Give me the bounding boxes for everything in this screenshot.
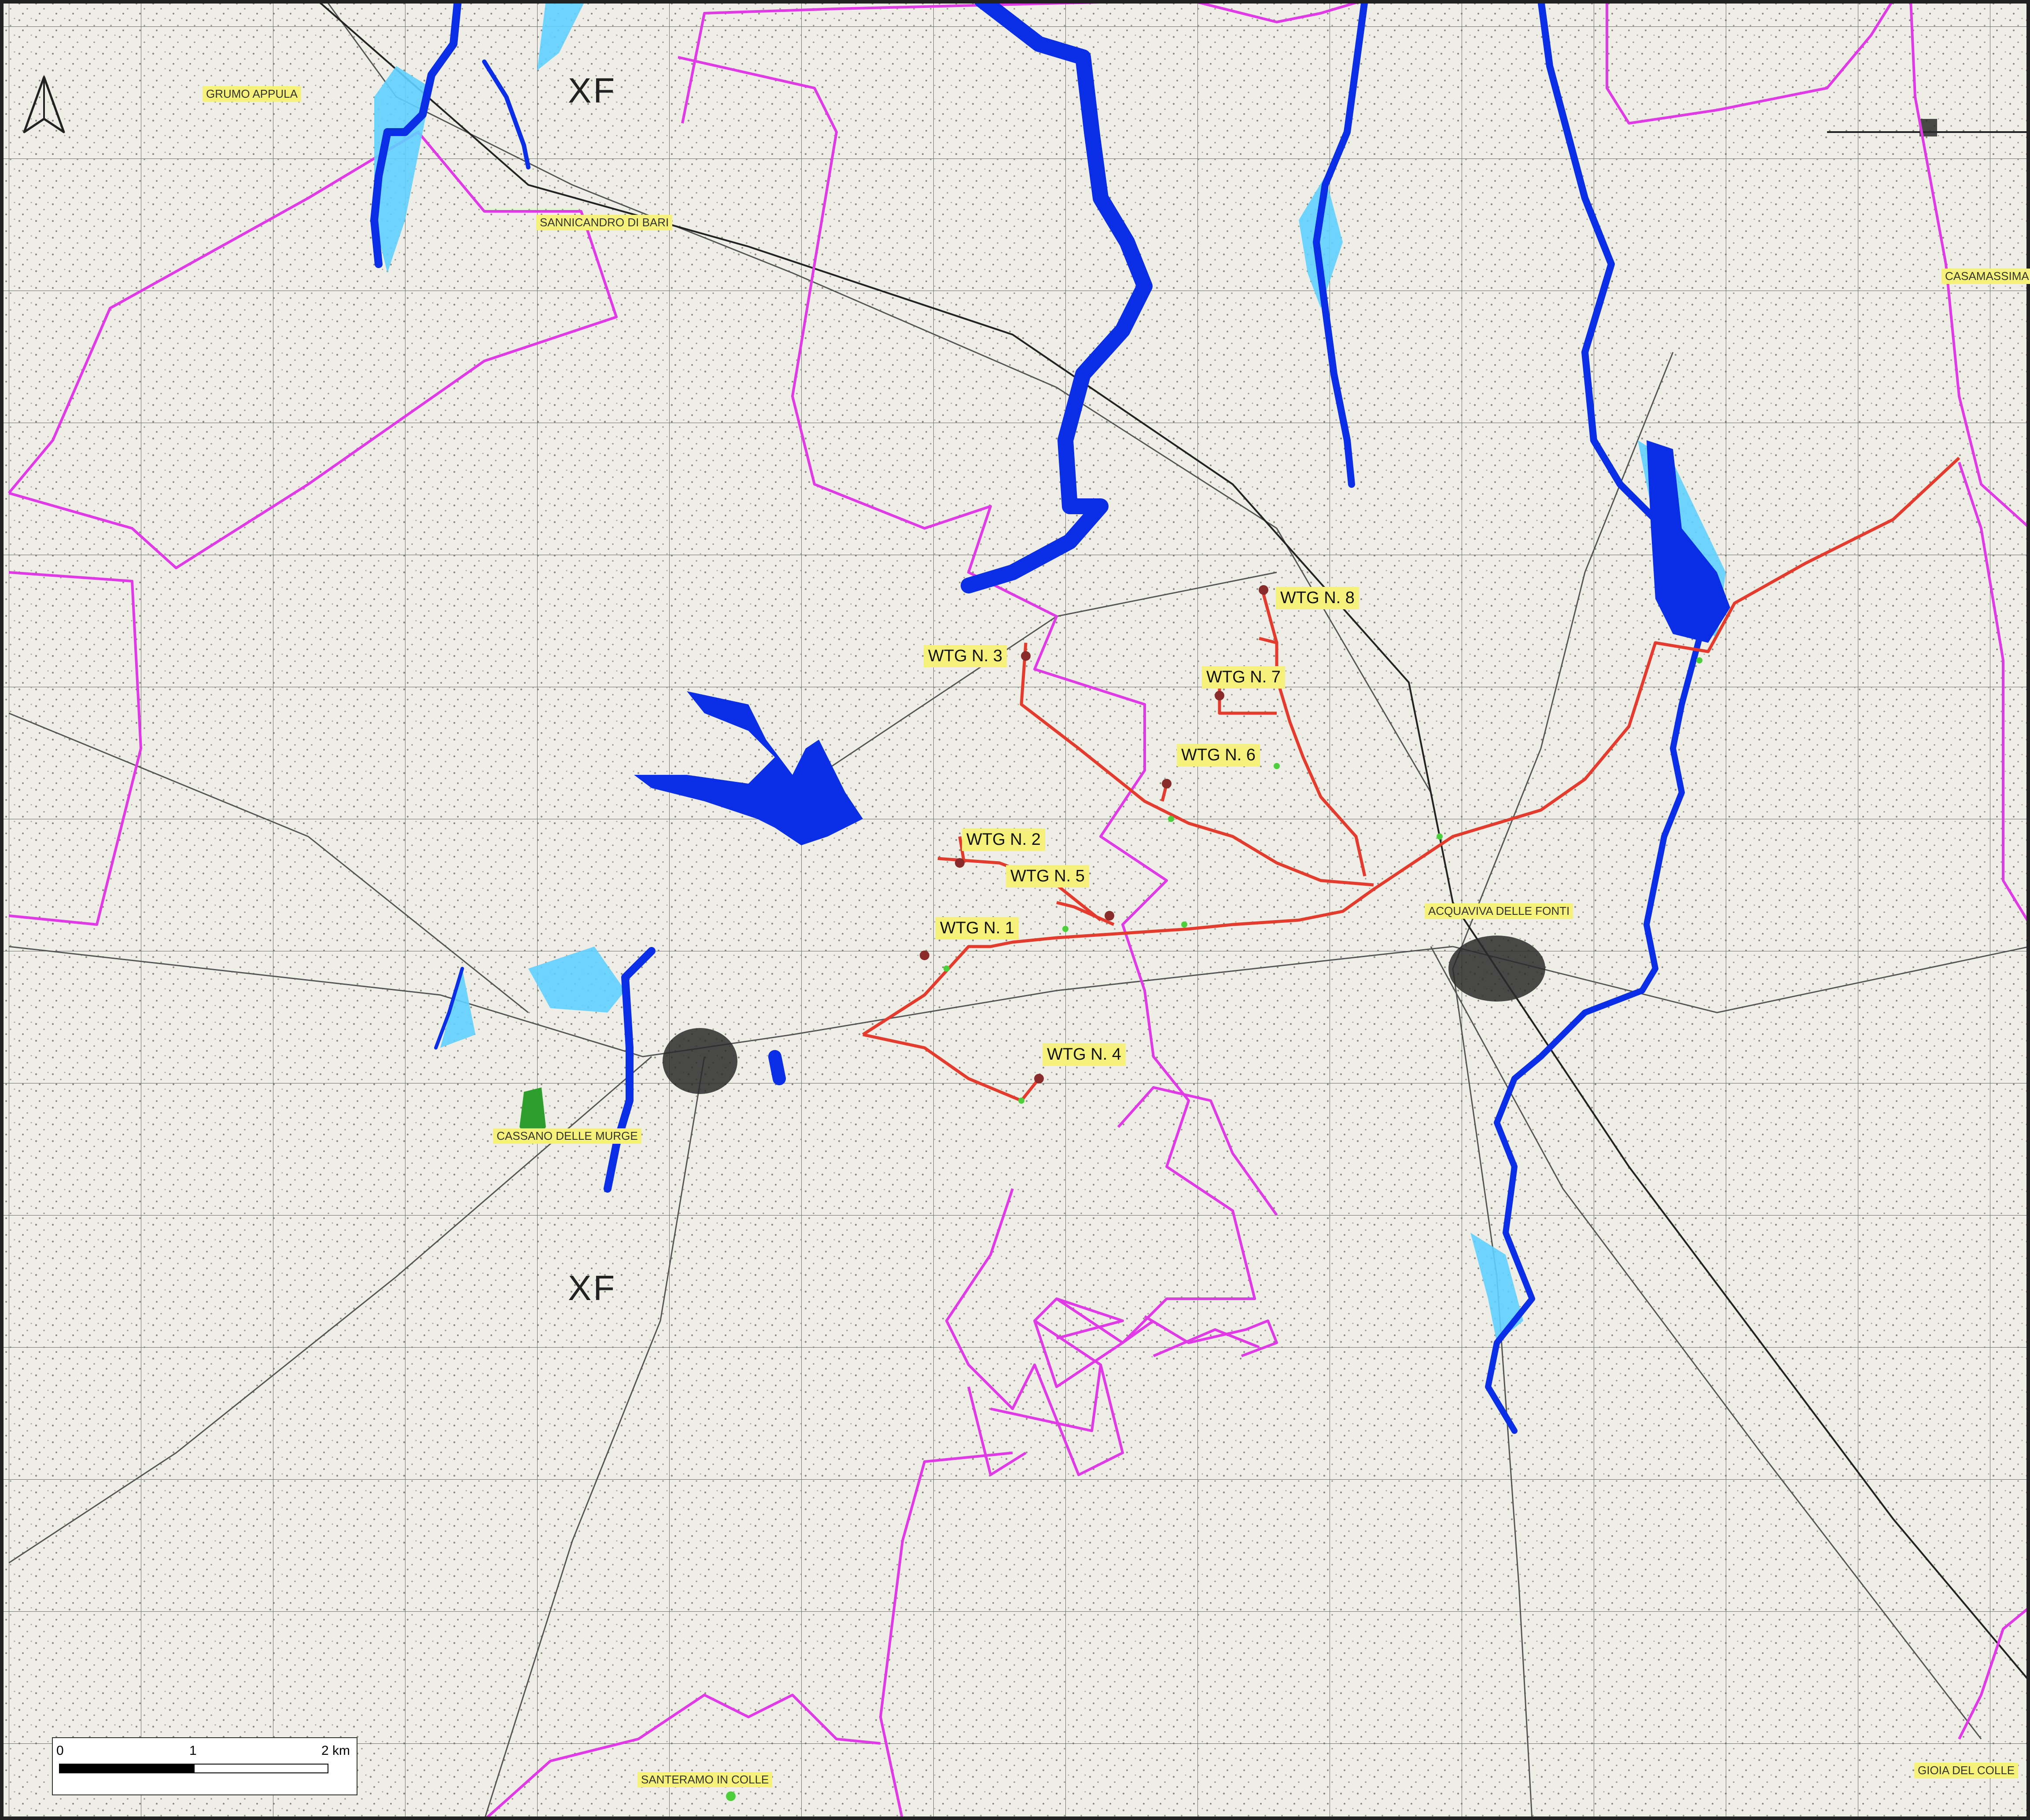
scale-bar: 0 1 2 km: [52, 1737, 357, 1795]
flood-zone-high: [370, 0, 1702, 1434]
wtg-7-marker: [1215, 691, 1224, 700]
wtg-1-marker: [920, 951, 929, 960]
scale-tick-0: 0: [56, 1743, 64, 1758]
wtg-label-8[interactable]: WTG N. 8: [1276, 587, 1359, 609]
town-label: SANNICANDRO DI BARI: [536, 215, 673, 230]
wtg-markers: [920, 585, 1268, 1083]
wtg-8-marker: [1259, 585, 1268, 595]
wtg-4-marker: [1034, 1074, 1044, 1083]
town-label: CASAMASSIMA: [1942, 269, 2030, 284]
scale-bar-dark-segment: [59, 1764, 194, 1773]
large-flood-pond: [1647, 440, 1730, 643]
junction-points: [726, 657, 1702, 1801]
wtg-label-5[interactable]: WTG N. 5: [1006, 865, 1089, 888]
town-label: GRUMO APPULA: [203, 86, 302, 102]
town-label: ACQUAVIVA DELLE FONTI: [1425, 903, 1573, 919]
wtg-3-marker: [1021, 651, 1031, 661]
town-label: GIOIA DEL COLLE: [1914, 1763, 2019, 1778]
wtg-6-marker: [1162, 779, 1172, 788]
wtg-label-4[interactable]: WTG N. 4: [1043, 1043, 1126, 1066]
scale-bar-light-segment: [194, 1764, 328, 1773]
wtg-5-marker: [1105, 911, 1114, 921]
wtg-label-3[interactable]: WTG N. 3: [924, 645, 1007, 667]
scale-tick-2: 2 km: [321, 1743, 350, 1758]
wtg-label-6[interactable]: WTG N. 6: [1177, 744, 1260, 766]
towns-built-up: [663, 119, 1937, 1094]
wtg-label-1[interactable]: WTG N. 1: [936, 917, 1019, 939]
north-arrow-icon: [23, 76, 65, 133]
reservoir: [634, 691, 863, 845]
wtg-2-marker: [955, 858, 965, 868]
wtg-label-7[interactable]: WTG N. 7: [1202, 666, 1285, 689]
town-label: SANTERAMO IN COLLE: [637, 1772, 773, 1787]
town-label: CASSANO DELLE MURGE: [493, 1128, 641, 1144]
wtg-label-2[interactable]: WTG N. 2: [962, 829, 1045, 851]
municipal-boundaries: [7, 0, 2030, 1820]
zone-label: XF: [568, 71, 617, 110]
zone-label: XF: [568, 1268, 617, 1308]
scale-tick-1: 1: [189, 1743, 197, 1758]
